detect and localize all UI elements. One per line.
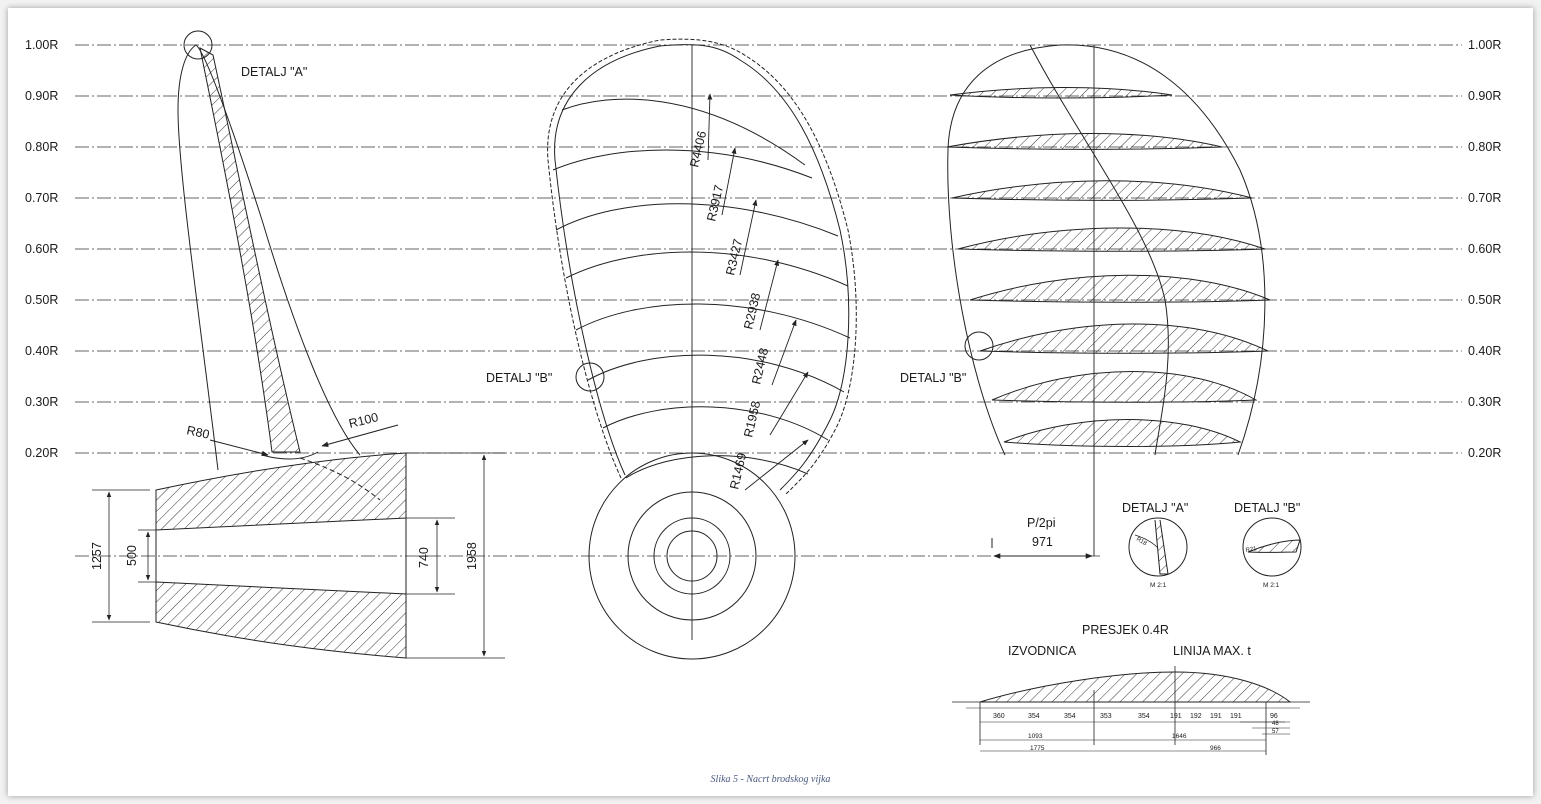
side-view-blade-outline <box>177 44 361 471</box>
section-station-label: 191 <box>1230 713 1242 720</box>
section-04-max-t: LINIJA MAX. t <box>1173 644 1251 658</box>
blade-outline-dashed <box>547 38 857 495</box>
radius-label-left: 0.30R <box>25 395 58 409</box>
sections-outline-left <box>947 44 1266 456</box>
radius-label-right: 0.20R <box>1468 446 1501 460</box>
side-view-thickness-section <box>199 47 301 453</box>
fillet-r100-label: R100 <box>347 410 379 431</box>
section-station-label: 354 <box>1138 713 1150 720</box>
section-station-label: 353 <box>1100 713 1112 720</box>
detail-b-box-title: DETALJ "B" <box>1234 501 1300 515</box>
detail-b-label-sections: DETALJ "B" <box>900 371 966 385</box>
detail-a-box-scale: M 2:1 <box>1150 582 1167 589</box>
hub-dimensions <box>92 452 505 659</box>
section-04-station-labels: 360 354 354 353 354 191 192 191 191 96 <box>993 713 1278 720</box>
blade-sections-view <box>946 44 1271 559</box>
radius-label-right: 0.50R <box>1468 293 1501 307</box>
detail-a-box-radius: R18 <box>1135 537 1148 548</box>
radius-labels-right: 1.00R 0.90R 0.80R 0.70R 0.60R 0.50R 0.40R 0.30R… <box>1468 38 1501 460</box>
figure-caption: Slika 5 - Nacrt brodskog vijka <box>710 774 831 785</box>
blade-outline-view <box>547 38 857 660</box>
detail-a-label: DETALJ "A" <box>241 65 307 79</box>
blade-radius-label: R2938 <box>741 292 763 331</box>
hub-circle-inner <box>653 517 731 595</box>
blade-radius-label: R1469 <box>727 452 749 491</box>
section-04-small-dim-57: 57 <box>1272 729 1279 735</box>
blade-radius-label: R4406 <box>687 130 709 169</box>
section-04-title: PRESJEK 0.4R <box>1082 623 1169 637</box>
radius-label-right: 1.00R <box>1468 38 1501 52</box>
radius-label-right: 0.60R <box>1468 242 1501 256</box>
fillet-r80-label: R80 <box>185 423 210 441</box>
radius-label-left: 0.70R <box>25 191 58 205</box>
radius-label-left: 0.90R <box>25 89 58 103</box>
hub-upper-hatch <box>155 452 407 531</box>
hub-dim-1958: 1958 <box>465 542 479 570</box>
detail-a-box-title: DETALJ "A" <box>1122 501 1188 515</box>
radius-label-right: 0.30R <box>1468 395 1501 409</box>
detail-b-label-outline: DETALJ "B" <box>486 371 552 385</box>
section-04-overall-b: 1775 <box>1030 745 1045 752</box>
radius-label-right: 0.90R <box>1468 89 1501 103</box>
radius-label-right: 0.40R <box>1468 344 1501 358</box>
blade-radius-label: R3917 <box>704 184 726 223</box>
detail-b-drawing <box>1242 517 1302 577</box>
radius-labels-left: 1.00R 0.90R 0.80R 0.70R 0.60R 0.50R 0.40R 0.30R… <box>25 38 58 460</box>
blade-radius-label: R3427 <box>723 238 745 277</box>
detail-b-marker-outline <box>575 362 605 392</box>
detail-a-marker <box>183 30 213 60</box>
hub-circle-mid <box>627 491 757 621</box>
detail-a-drawing <box>1128 517 1188 577</box>
radius-label-left: 0.60R <box>25 242 58 256</box>
section-station-label: 354 <box>1064 713 1076 720</box>
detail-b-box-radius: R21 <box>1245 546 1258 554</box>
section-station-label: 360 <box>993 713 1005 720</box>
detail-b-marker-sections <box>964 331 994 361</box>
section-04-overall-d: 966 <box>1210 745 1221 752</box>
pitch-label: P/2pi <box>1027 516 1056 530</box>
hub-dim-740: 740 <box>417 547 431 568</box>
hub-dim-1257: 1257 <box>90 542 104 570</box>
blade-radius-label: R1958 <box>741 400 763 439</box>
section-station-label: 191 <box>1210 713 1222 720</box>
hub-dim-500: 500 <box>125 545 139 566</box>
section-04-generatrix: IZVODNICA <box>1008 644 1077 658</box>
pitch-value: 971 <box>1032 535 1053 549</box>
section-04-small-dim-48: 48 <box>1272 721 1279 727</box>
radius-label-left: 0.40R <box>25 344 58 358</box>
blade-radius-label: R2448 <box>749 347 771 386</box>
side-view <box>177 30 399 501</box>
section-station-label: 96 <box>1270 713 1278 720</box>
section-station-label: 354 <box>1028 713 1040 720</box>
section-station-label: 191 <box>1170 713 1182 720</box>
section-station-label: 192 <box>1190 713 1202 720</box>
hub-section <box>155 452 407 659</box>
section-04-profile <box>952 666 1310 755</box>
radius-label-left: 0.50R <box>25 293 58 307</box>
radius-label-right: 0.70R <box>1468 191 1501 205</box>
detail-b-box-scale: M 2:1 <box>1263 582 1280 589</box>
hub-lower-hatch <box>155 581 407 659</box>
radius-label-left: 1.00R <box>25 38 58 52</box>
section-04-overall-a: 1093 <box>1028 733 1043 740</box>
hub-circle-outer <box>588 452 796 660</box>
blade-outline-solid <box>554 44 850 491</box>
section-04-overall-c: 1646 <box>1172 733 1187 740</box>
radius-label-left: 0.80R <box>25 140 58 154</box>
blade-radius-leaders <box>707 93 809 491</box>
radius-label-left: 0.20R <box>25 446 58 460</box>
radius-label-right: 0.80R <box>1468 140 1501 154</box>
hub-circle-bore <box>666 530 718 582</box>
